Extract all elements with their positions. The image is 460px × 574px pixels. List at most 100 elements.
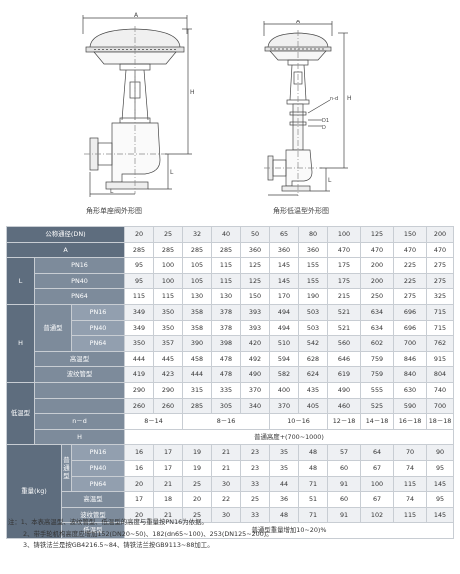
value-cell: 915 [426, 350, 455, 368]
value-cell: 360 [298, 241, 329, 259]
value-cell: 175 [327, 272, 362, 290]
low-temp-valve-drawing: A H n-d D1 D L [263, 20, 352, 196]
value-cell: 285 [182, 241, 213, 259]
value-cell: 357 [153, 335, 184, 352]
value-cell: 740 [426, 381, 455, 399]
value-cell: 840 [393, 366, 428, 383]
dim-d-label: D [322, 125, 326, 131]
value-cell: 398 [211, 335, 242, 352]
value-cell: 759 [360, 366, 395, 383]
value-cell: 95 [426, 459, 455, 477]
value-cell: 35 [269, 459, 300, 477]
value-cell: 44 [269, 475, 300, 493]
value-cell: 360 [240, 241, 271, 259]
value-cell: 349 [124, 303, 155, 321]
value-cell: 350 [153, 303, 184, 321]
value-cell: 360 [269, 241, 300, 259]
dim-h-label: H [347, 95, 352, 102]
dn-header: 公称通径(DN) [5, 226, 126, 243]
h-pn40-label: PN40 [70, 319, 126, 337]
value-cell: 470 [393, 241, 428, 259]
table-row: 低温型普通型重量增加10~20)% [7, 522, 455, 539]
value-cell: 105 [182, 272, 213, 290]
nd-value: 10－16 [269, 413, 329, 430]
value-cell: 260 [153, 397, 184, 415]
angle-valve-drawing: A H L L [82, 12, 195, 197]
value-cell: 445 [153, 350, 184, 368]
dim-d1-label: D1 [322, 118, 329, 124]
value-cell: 762 [426, 335, 455, 352]
value-cell: 275 [426, 272, 455, 290]
value-cell: 100 [360, 475, 395, 493]
value-cell: 21 [211, 444, 242, 461]
w-pn40-label: PN40 [70, 459, 126, 477]
value-cell: 150 [240, 288, 271, 305]
value-cell: 478 [211, 366, 242, 383]
value-cell: 285 [124, 241, 155, 259]
value-cell: 48 [269, 506, 300, 524]
note-3: 3、铸铁法兰是按GB4216.5~84、铸铁法兰按GB9113~88加工。 [23, 541, 214, 549]
value-cell: 390 [182, 335, 213, 352]
h-pn64-label: PN64 [70, 335, 126, 352]
value-cell: 21 [211, 459, 242, 477]
value-cell: 115 [393, 506, 428, 524]
value-cell: 490 [327, 381, 362, 399]
value-cell: 74 [393, 491, 428, 508]
value-cell: 305 [211, 397, 242, 415]
value-cell: 130 [211, 288, 242, 305]
weight-header: 重量(kg) [6, 444, 62, 539]
value-cell: 155 [298, 272, 329, 290]
value-cell: 325 [426, 288, 455, 305]
value-cell: 33 [240, 506, 271, 524]
left-drawing-caption: 角形单座阀外形图 [86, 207, 142, 215]
value-cell: 715 [426, 319, 455, 337]
nd-value: 8－16 [182, 413, 271, 430]
value-cell: 624 [298, 366, 329, 383]
value-cell: 115 [124, 288, 155, 305]
value-cell: 393 [240, 319, 271, 337]
value-cell: 419 [124, 366, 155, 383]
value-cell: 619 [327, 366, 362, 383]
value-cell: 125 [240, 257, 271, 274]
value-cell: 225 [393, 257, 428, 274]
value-cell: 80 [298, 226, 329, 243]
low-h-value: 普通高度+(700~1000) [124, 428, 455, 446]
value-cell: 542 [298, 335, 329, 352]
value-cell: 285 [211, 241, 242, 259]
value-cell: 350 [153, 319, 184, 337]
value-cell: 105 [182, 257, 213, 274]
value-cell: 521 [327, 319, 362, 337]
value-cell: 405 [298, 397, 329, 415]
value-cell: 470 [360, 241, 395, 259]
value-cell: 494 [269, 319, 300, 337]
value-cell: 349 [124, 319, 155, 337]
value-cell: 115 [393, 475, 428, 493]
value-cell: 846 [393, 350, 428, 368]
h-std-label: 普通型 [34, 303, 72, 352]
value-cell: 370 [269, 397, 300, 415]
value-cell: 95 [124, 272, 155, 290]
value-cell: 125 [360, 226, 395, 243]
value-cell: 30 [211, 506, 242, 524]
value-cell: 602 [360, 335, 395, 352]
low-h-label: H [33, 428, 126, 446]
value-cell: 71 [298, 506, 329, 524]
value-cell: 35 [269, 444, 300, 461]
value-cell: 804 [426, 366, 455, 383]
value-cell: 470 [327, 241, 362, 259]
dim-l-label-vertical: L [170, 169, 174, 176]
value-cell: 458 [182, 350, 213, 368]
h-high-label: 高温型 [33, 350, 126, 368]
value-cell: 200 [360, 257, 395, 274]
nd-value: 8－14 [124, 413, 184, 430]
